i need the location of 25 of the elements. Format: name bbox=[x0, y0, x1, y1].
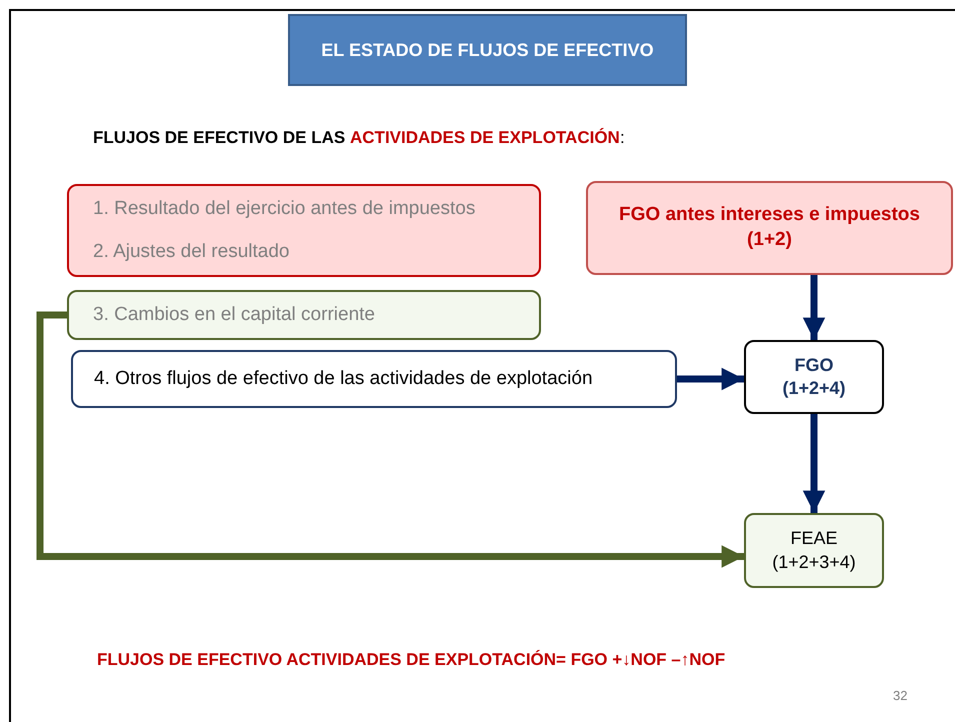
node-text: (1+2+3+4) bbox=[771, 550, 857, 574]
node-text: 2. Ajustes del resultado bbox=[93, 240, 290, 264]
node-text: FGO bbox=[794, 354, 834, 377]
node-text: 3. Cambios en el capital corriente bbox=[93, 302, 376, 327]
node-text: 4. Otros flujos de efectivo de las actividades de explotación bbox=[94, 366, 594, 391]
process-box bbox=[586, 181, 953, 275]
heading: : bbox=[620, 128, 625, 148]
process-box bbox=[744, 513, 884, 588]
title-banner: EL ESTADO DE FLUJOS DE EFECTIVO bbox=[288, 14, 687, 86]
arrow bbox=[677, 368, 744, 390]
node-text: (1+2) bbox=[746, 228, 793, 252]
node-text: FEAE bbox=[789, 527, 838, 550]
node-text: (1+2+4) bbox=[781, 377, 847, 400]
heading: FLUJOS DE EFECTIVO DE LAS bbox=[93, 128, 346, 148]
arrow bbox=[802, 275, 826, 340]
process-box bbox=[67, 184, 541, 277]
arrow bbox=[802, 414, 826, 513]
node-text: 1. Resultado del ejercicio antes de impuestos bbox=[93, 196, 476, 221]
process-box bbox=[744, 340, 884, 414]
heading: ACTIVIDADES DE EXPLOTACIÓN bbox=[350, 128, 620, 148]
formula: FLUJOS DE EFECTIVO ACTIVIDADES DE EXPLOTACIÓN= FGO +↓NOF –↑NOF bbox=[97, 650, 726, 670]
process-box bbox=[67, 290, 541, 340]
process-box bbox=[71, 350, 677, 408]
page-number: 32 bbox=[893, 688, 908, 703]
node-text: FGO antes intereses e impuestos bbox=[618, 203, 921, 228]
